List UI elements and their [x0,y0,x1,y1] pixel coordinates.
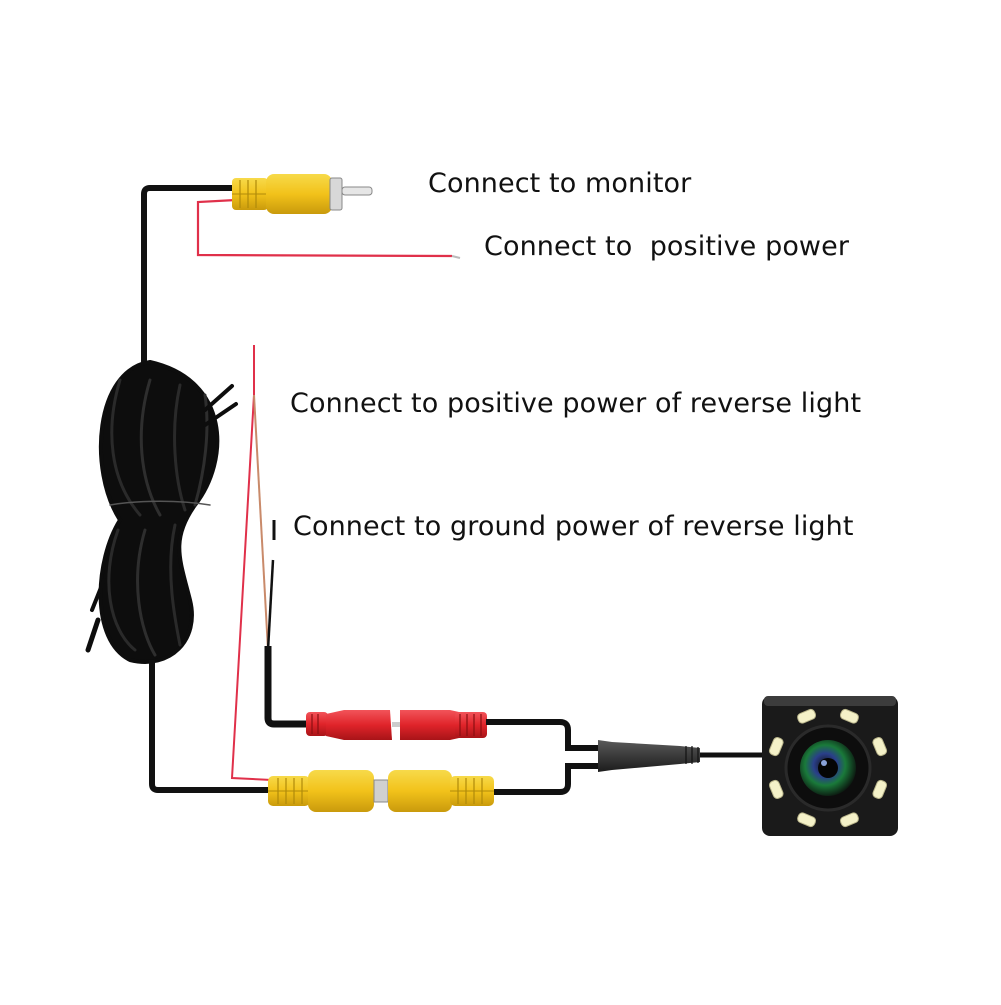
led-ring [768,708,888,828]
power-cable [264,646,310,728]
led-light-icon [768,737,784,757]
yellow-video-connector [268,770,494,812]
cable-top-segment [141,185,236,370]
red-power-connector [306,710,487,740]
led-light-icon [872,737,888,757]
led-light-icon [839,812,859,828]
cable-bottom-segment [149,660,276,793]
red-wire-positive-power [196,198,453,258]
red-wire-tip [451,255,461,259]
led-light-icon [797,812,817,828]
led-light-icon [768,779,784,799]
cable-splitter [598,740,700,772]
video-cable-to-camera [494,763,600,795]
red-wire-reverse-positive [230,345,273,781]
led-light-icon [797,708,817,724]
backup-camera [762,696,898,836]
coiled-extension-cable [85,359,238,664]
label-connect-to-monitor: Connect to monitor [428,168,692,199]
label-connect-to-reverse-light-positive: Connect to positive power of reverse lig… [290,388,862,419]
led-light-icon [839,708,859,724]
orange-wire-reverse-positive [253,394,269,651]
label-connect-to-reverse-light-ground: Connect to ground power of reverse light [293,511,854,542]
label-connect-to-positive-power: Connect to positive power [484,231,850,262]
power-cable-to-camera [486,719,600,751]
led-light-icon [872,779,888,799]
rca-plug-monitor [232,174,373,214]
black-wire-reverse-ground-lower [266,559,275,651]
